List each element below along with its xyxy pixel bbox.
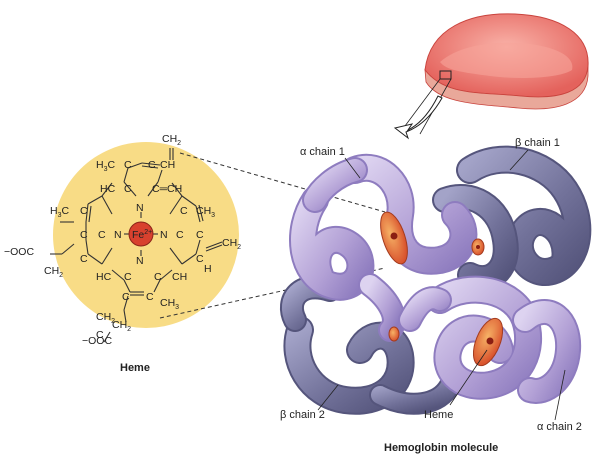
h-right: H: [204, 263, 212, 275]
zoom-region-box: [439, 70, 452, 80]
label-alpha-chain-2: α chain 2: [537, 421, 582, 433]
c-top-right: C: [148, 159, 156, 171]
c-lower-right: C: [154, 271, 162, 283]
nitrogen-left: N: [114, 229, 122, 241]
zoom-arrow-icon: [393, 95, 443, 140]
leader-lines: [317, 149, 566, 421]
c-lower-left: C: [124, 271, 132, 283]
heme-group-1: [380, 211, 408, 265]
c-left-mid: C: [80, 229, 88, 241]
c-right-upper: C: [180, 205, 188, 217]
heme-group-4: [472, 317, 504, 367]
h3c-top: H3C: [96, 159, 116, 173]
ooc-bottom: −OOC: [82, 335, 112, 347]
nitrogen-top: N: [136, 202, 144, 214]
label-heme: Heme: [424, 409, 453, 421]
ch-vinyl-top: CH: [160, 159, 175, 171]
c-left-upper: C: [80, 205, 88, 217]
c-upper-left: C: [124, 183, 132, 195]
alpha-chain-2: [398, 275, 582, 404]
hc-upper: HC: [100, 183, 116, 195]
heme-title: Heme: [120, 362, 150, 374]
ch3-bottom: CH3: [160, 297, 179, 311]
label-alpha-chain-1: α chain 1: [300, 146, 345, 158]
nitrogen-right: N: [160, 229, 168, 241]
c-right-lower: C: [196, 253, 204, 265]
ch2-right: CH2: [222, 237, 241, 251]
ch-lower: CH: [172, 271, 187, 283]
ch2-left: CH2: [44, 265, 63, 279]
ooc-top: −OOC: [4, 246, 34, 258]
c-right-inner: C: [176, 229, 184, 241]
c-ch-upper: C═CH: [152, 183, 182, 195]
ch2-top: CH2: [162, 133, 181, 147]
iron-label: Fe2+: [132, 229, 152, 241]
ch2-bottom: CH2: [112, 319, 131, 333]
c-left-lower: C: [80, 253, 88, 265]
label-beta-chain-1: β chain 1: [515, 137, 560, 149]
hc-lower: HC: [96, 271, 112, 283]
heme-group-3: [388, 326, 400, 342]
iron-atom: [128, 221, 154, 247]
red-blood-cell: [401, 13, 589, 135]
c-left-inner: C: [98, 229, 106, 241]
c-top-left: C: [124, 159, 132, 171]
c-bottom-right: C: [146, 291, 154, 303]
c-bottom-left: C: [122, 291, 130, 303]
label-beta-chain-2: β chain 2: [280, 409, 325, 421]
ch2-bottom-2: CH2: [96, 311, 115, 325]
heme-group-2: [471, 238, 485, 256]
c-right-mid: C: [196, 229, 204, 241]
h3c-left: H3C: [50, 205, 70, 219]
molecule-title: Hemoglobin molecule: [384, 442, 498, 454]
hemoglobin-molecule: [279, 145, 592, 415]
heme-structure: Fe2+ N N N N CH2 CH H3C C C HC C C═CH H3…: [4, 133, 241, 347]
c-bottom-carboxyl: C: [96, 329, 104, 341]
ch3-right: CH3: [196, 205, 215, 219]
nitrogen-bottom: N: [136, 255, 144, 267]
